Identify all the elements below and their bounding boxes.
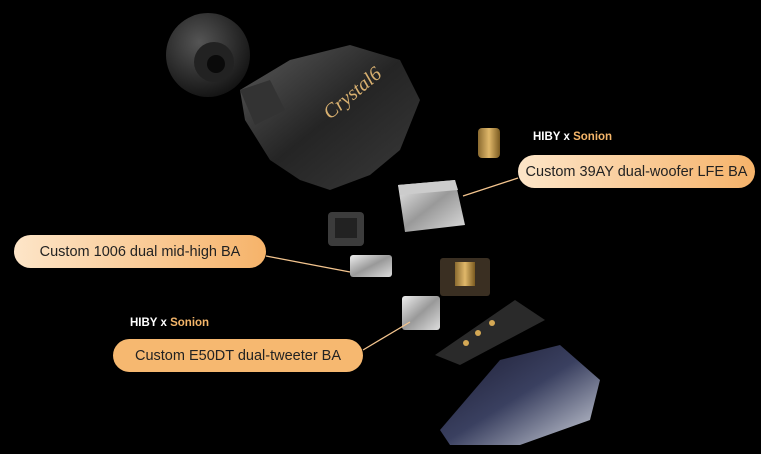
label-mid-high-ba: Custom 1006 dual mid-high BA <box>14 235 266 268</box>
label-tweeter-ba: Custom E50DT dual-tweeter BA <box>113 339 363 372</box>
woofer-ba <box>398 180 465 232</box>
brand-label-tweeter: HIBY x Sonion <box>130 317 209 329</box>
brand-label-woofer: HIBY x Sonion <box>533 131 612 143</box>
brand-hiby: HIBY <box>533 131 561 143</box>
brand-hiby: HIBY <box>130 317 158 329</box>
shell: Crystal6 <box>240 45 420 190</box>
label-woofer-ba: Custom 39AY dual-woofer LFE BA <box>518 155 755 188</box>
crossover-block <box>440 258 490 296</box>
faceplate <box>440 345 600 445</box>
tweeter-ba <box>402 296 440 330</box>
clear-housing <box>328 212 364 246</box>
eartip <box>166 13 250 97</box>
faceplate-insert <box>435 300 545 365</box>
brand-sonion: Sonion <box>573 131 613 143</box>
gold-nozzle <box>478 128 500 158</box>
mid-high-ba <box>350 255 392 277</box>
brand-sonion: Sonion <box>170 317 210 329</box>
leader-lines <box>265 177 519 351</box>
brand-x: x <box>160 317 167 329</box>
brand-x: x <box>563 131 570 143</box>
